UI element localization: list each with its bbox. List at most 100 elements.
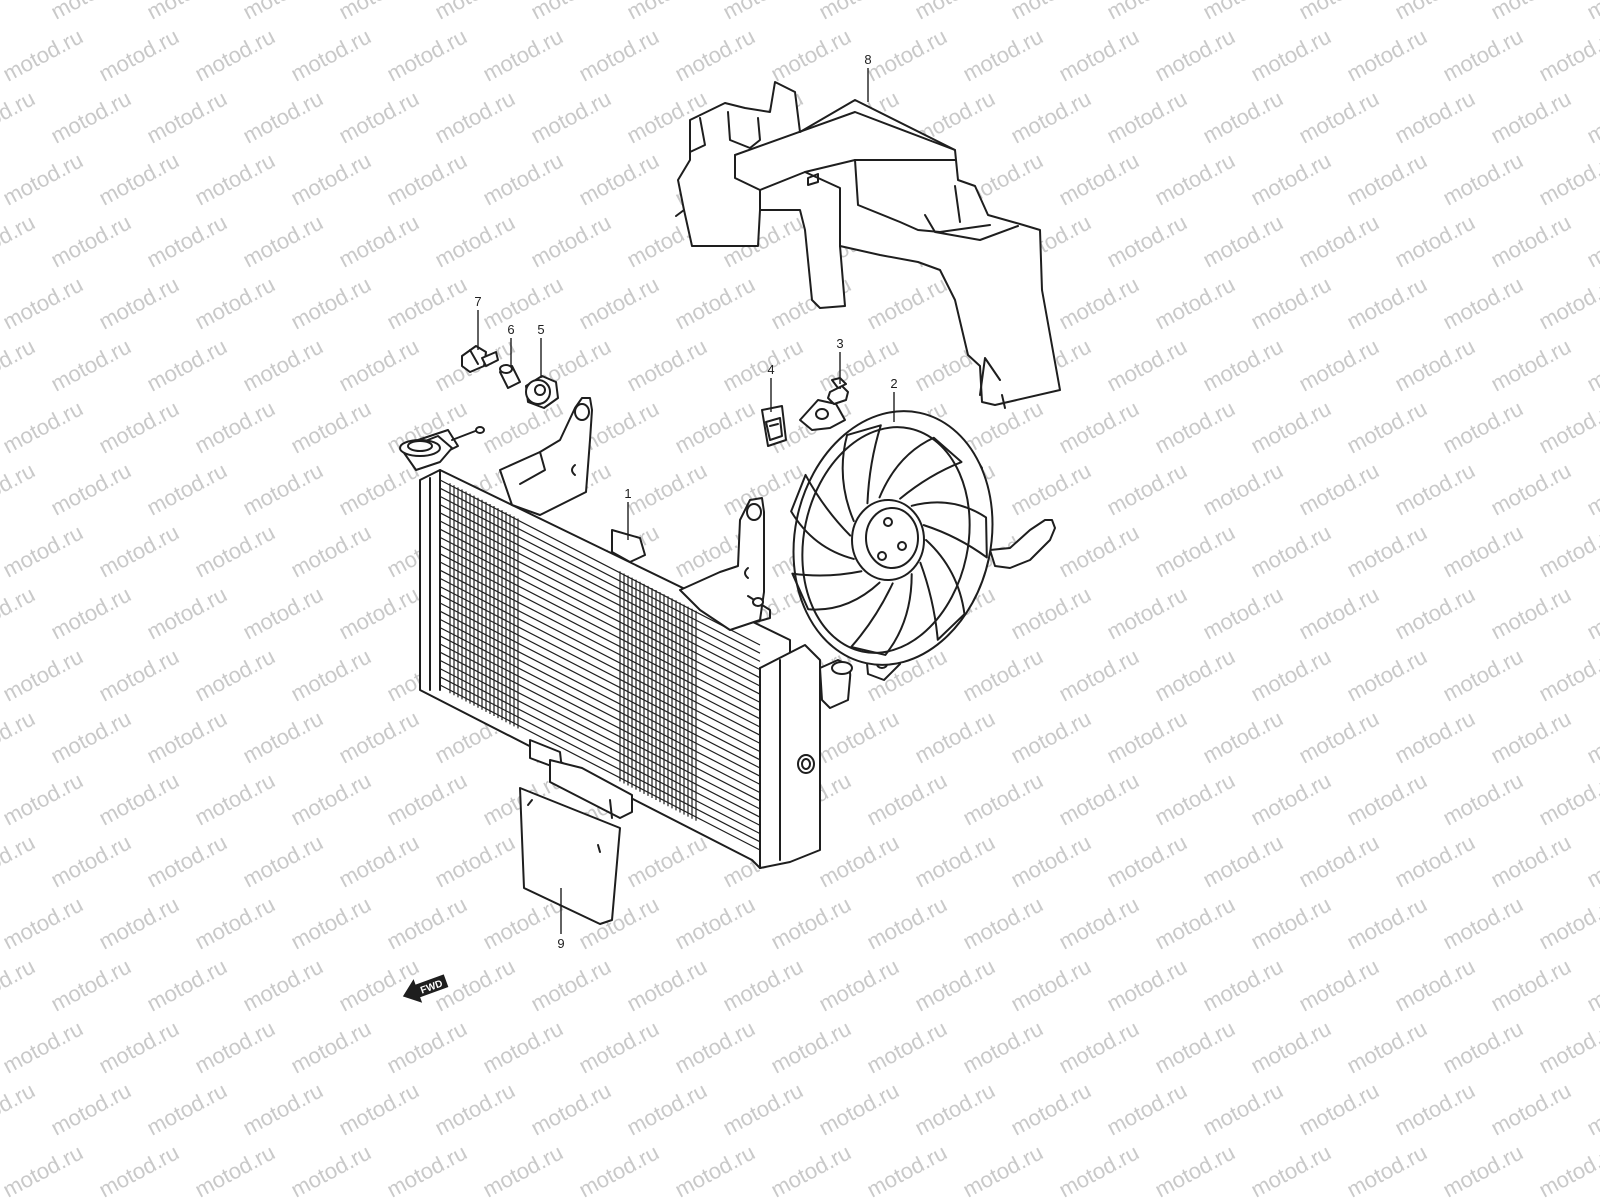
watermark-text: motod.ru [959, 768, 1047, 831]
watermark-text: motod.ru [0, 210, 39, 273]
watermark-text: motod.ru [527, 0, 615, 24]
watermark-text: motod.ru [959, 1140, 1047, 1200]
fin-line [439, 487, 761, 654]
fin-line [439, 668, 761, 835]
watermark-text: motod.ru [287, 520, 375, 583]
part-2-cooling-fan[interactable] [771, 392, 1056, 683]
watermark-text: motod.ru [239, 334, 327, 397]
watermark-text: motod.ru [1391, 954, 1479, 1017]
part-1-radiator[interactable] [399, 397, 853, 869]
part-9-guard-plate[interactable] [519, 787, 621, 925]
watermark-text: motod.ru [1247, 272, 1335, 335]
watermark-text: motod.ru [1151, 1016, 1239, 1079]
watermark-text: motod.ru [1295, 830, 1383, 893]
watermark-text: motod.ru [1343, 1016, 1431, 1079]
watermark-text: motod.ru [239, 582, 327, 645]
watermark-text: motod.ru [1199, 830, 1287, 893]
part-8-shroud[interactable] [675, 81, 1061, 409]
watermark-text: motod.ru [95, 396, 183, 459]
forward-direction-arrow: FWD [402, 974, 449, 1003]
watermark-text: motod.ru [191, 644, 279, 707]
watermark-text: motod.ru [191, 396, 279, 459]
part-5-grommet[interactable] [525, 375, 559, 409]
watermark-text: motod.ru [143, 334, 231, 397]
watermark-text: motod.ru [1295, 1078, 1383, 1141]
watermark-text: motod.ru [1103, 830, 1191, 893]
callout-5: 5 [537, 322, 544, 337]
watermark-text: motod.ru [671, 892, 759, 955]
fin-line [439, 569, 761, 736]
watermark-text: motod.ru [1007, 830, 1095, 893]
watermark-text: motod.ru [623, 1078, 711, 1141]
fin-line [439, 512, 761, 679]
fin-line [439, 627, 761, 794]
fan-blade [910, 501, 988, 559]
watermark-text: motod.ru [623, 458, 711, 521]
watermark-text: motod.ru [1007, 0, 1095, 24]
callout-labels: 1 2 3 4 5 6 7 8 9 [474, 52, 897, 951]
watermark-text: motod.ru [191, 272, 279, 335]
watermark-text: motod.ru [0, 272, 87, 335]
watermark-text: motod.ru [335, 86, 423, 149]
watermark-text: motod.ru [335, 954, 423, 1017]
watermark-text: motod.ru [1151, 272, 1239, 335]
watermark-text: motod.ru [1007, 1078, 1095, 1141]
watermark-text: motod.ru [95, 272, 183, 335]
watermark-text: motod.ru [959, 24, 1047, 87]
part-7-bolt[interactable] [461, 345, 499, 373]
watermark-text: motod.ru [1583, 210, 1600, 273]
watermark-text: motod.ru [1055, 396, 1143, 459]
watermark-text: motod.ru [47, 86, 135, 149]
watermark-text: motod.ru [1343, 768, 1431, 831]
part-4-clip-nut[interactable] [761, 405, 787, 447]
fin-line [439, 545, 761, 712]
watermark-text: motod.ru [1151, 892, 1239, 955]
watermark-text: motod.ru [1103, 86, 1191, 149]
radiator-core-fins [439, 479, 761, 851]
watermark-text: motod.ru [143, 830, 231, 893]
watermark-text: motod.ru [1391, 830, 1479, 893]
watermark-text: motod.ru [1055, 1016, 1143, 1079]
watermark-text: motod.ru [575, 148, 663, 211]
watermark-text: motod.ru [527, 86, 615, 149]
watermark-text: motod.ru [1103, 0, 1191, 24]
watermark-text: motod.ru [1391, 458, 1479, 521]
watermark-text: motod.ru [1535, 148, 1600, 211]
callout-6: 6 [507, 322, 514, 337]
watermark-text: motod.ru [1007, 706, 1095, 769]
callout-2: 2 [890, 376, 897, 391]
watermark-text: motod.ru [239, 458, 327, 521]
watermark-text: motod.ru [911, 706, 999, 769]
watermark-text: motod.ru [335, 334, 423, 397]
watermark-text: motod.ru [0, 86, 39, 149]
watermark-text: motod.ru [1535, 1140, 1600, 1200]
watermark-text: motod.ru [431, 86, 519, 149]
fan-blade [850, 573, 913, 656]
watermark-text: motod.ru [1343, 1140, 1431, 1200]
watermark-text: motod.ru [1007, 86, 1095, 149]
watermark-text: motod.ru [0, 582, 39, 645]
watermark-text: motod.ru [383, 24, 471, 87]
watermark-text: motod.ru [1103, 210, 1191, 273]
fin-line [439, 586, 761, 753]
fin-line [439, 536, 761, 703]
watermark-text: motod.ru [1295, 86, 1383, 149]
fan-blades [790, 424, 988, 656]
watermark-text: motod.ru [1055, 644, 1143, 707]
watermark-text: motod.ru [287, 768, 375, 831]
watermark-text: motod.ru [1583, 706, 1600, 769]
watermark-text: motod.ru [1055, 892, 1143, 955]
part-6-collar[interactable] [499, 364, 521, 389]
part-3-bolt[interactable] [827, 377, 849, 405]
watermark-text: motod.ru [335, 582, 423, 645]
watermark-text: motod.ru [623, 830, 711, 893]
watermark-text: motod.ru [1103, 334, 1191, 397]
watermark-text: motod.ru [1535, 892, 1600, 955]
watermark-text: motod.ru [959, 1016, 1047, 1079]
watermark-text: motod.ru [1391, 706, 1479, 769]
watermark-text: motod.ru [815, 0, 903, 24]
watermark-text: motod.ru [1151, 24, 1239, 87]
fan-blade [841, 424, 882, 523]
fin-line [439, 528, 761, 695]
watermark-text: motod.ru [143, 210, 231, 273]
